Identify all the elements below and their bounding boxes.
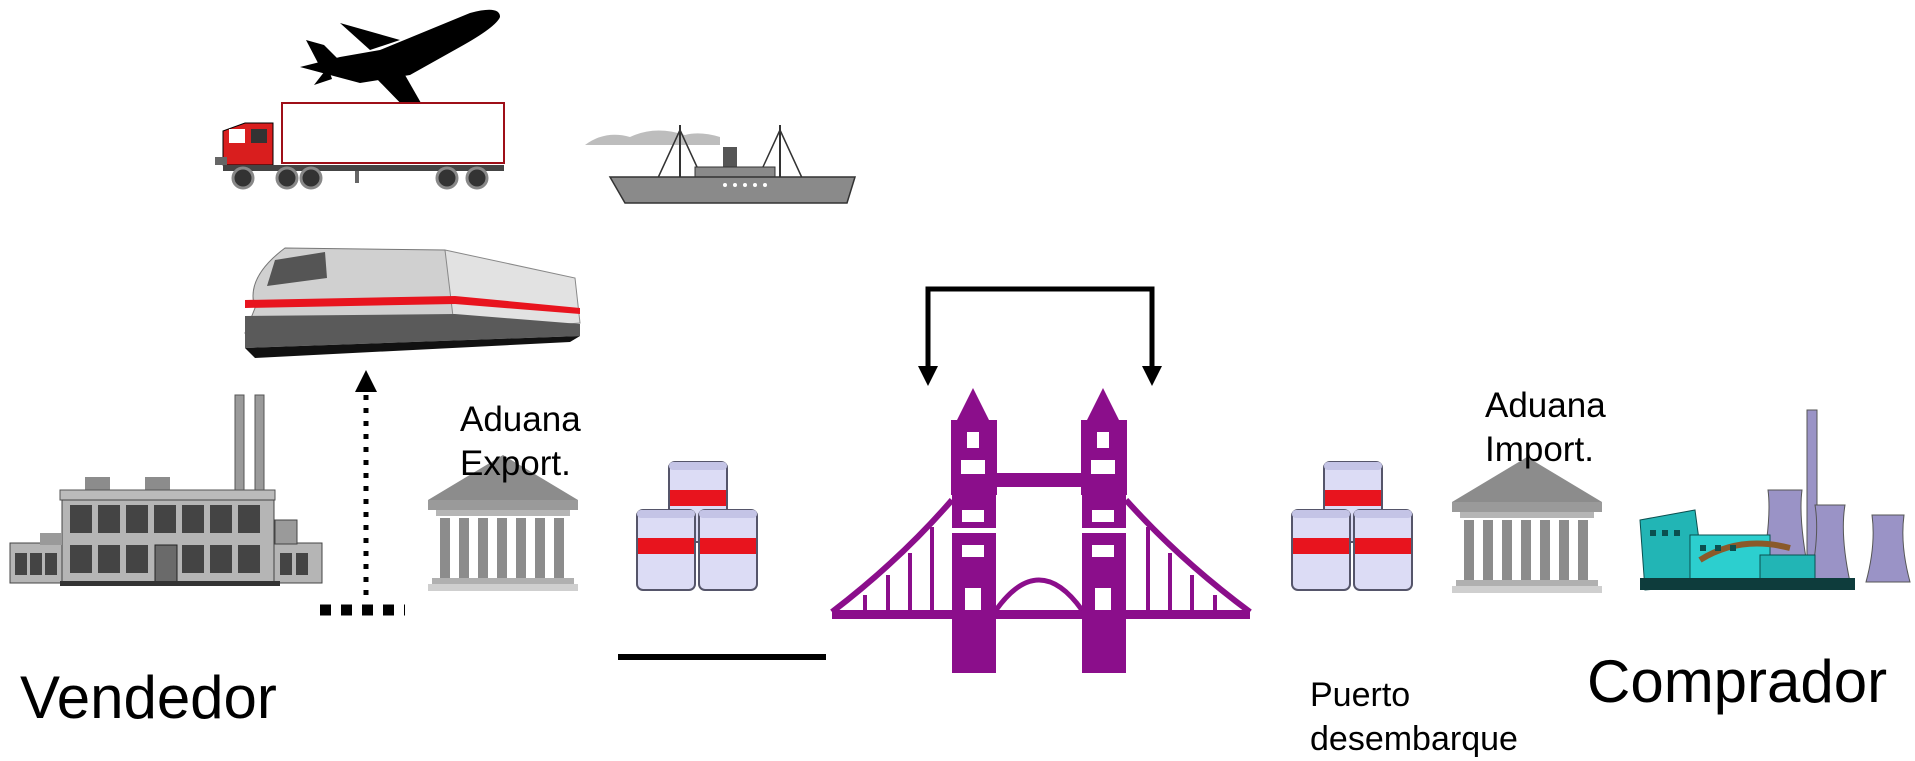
tower-bridge-icon — [832, 388, 1250, 673]
truck-icon — [215, 103, 504, 188]
port-unloading-label-line1: Puerto — [1310, 673, 1518, 717]
customs-export-label-line2: Export. — [460, 442, 581, 486]
buyer-label: Comprador — [1587, 652, 1887, 712]
train-icon — [245, 248, 580, 358]
customs-import-label-line1: Aduana — [1485, 384, 1606, 428]
customs-export-label-line1: Aduana — [460, 398, 581, 442]
port-unloading-label: Puerto desembarque — [1310, 673, 1518, 761]
airplane-icon — [300, 10, 500, 113]
cargo-import-icon — [1292, 462, 1412, 590]
customs-import-label: Aduana Import. — [1485, 384, 1606, 472]
port-unloading-label-line2: desembarque — [1310, 717, 1518, 761]
seller-label: Vendedor — [20, 668, 277, 728]
customs-import-label-line2: Import. — [1485, 428, 1606, 472]
bridge-bracket-arrow — [928, 289, 1152, 370]
ship-icon — [585, 125, 855, 203]
cargo-export-icon — [637, 462, 757, 590]
power-plant-icon — [1640, 410, 1910, 590]
factory-icon — [10, 395, 322, 586]
customs-export-label: Aduana Export. — [460, 398, 581, 486]
customs-import-building-icon — [1452, 457, 1602, 593]
